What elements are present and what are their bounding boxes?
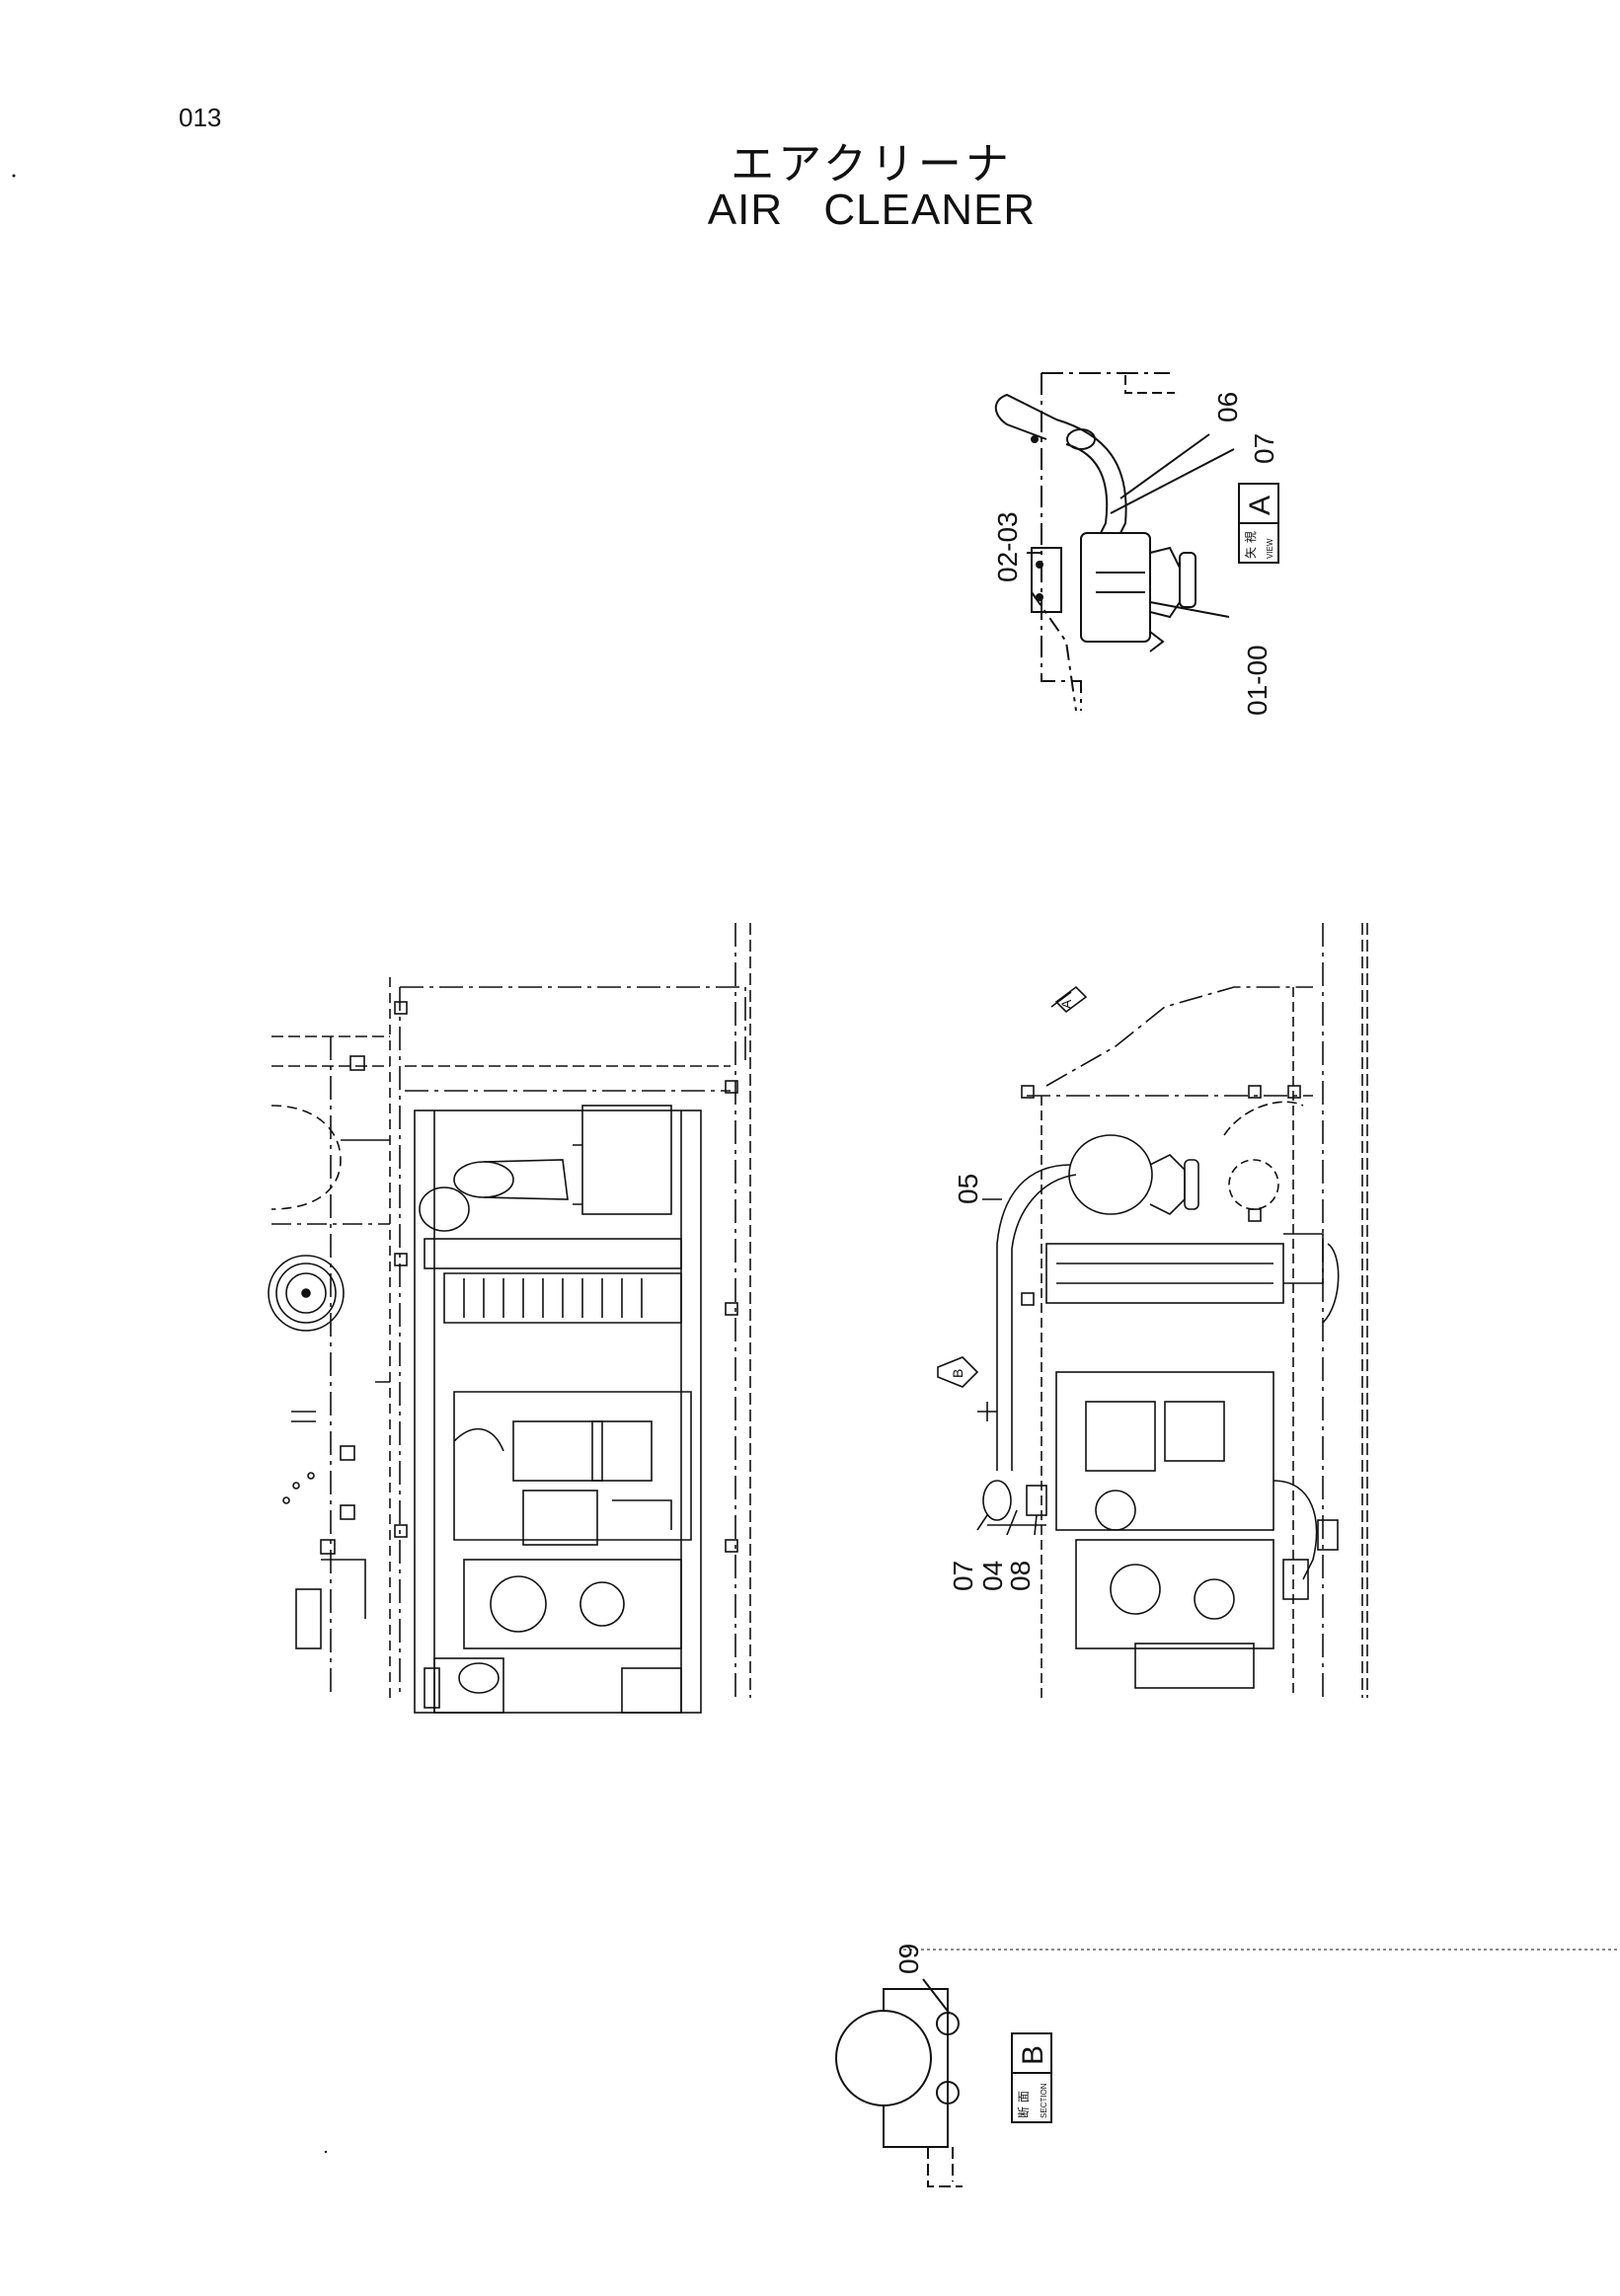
right-main-view — [937, 923, 1368, 1698]
page-number: 013 — [179, 103, 222, 132]
callout-02-03: 02-03 — [992, 511, 1023, 582]
view-a-letter: A — [1244, 496, 1276, 515]
view-a-detail — [994, 372, 1279, 712]
callout-08: 08 — [1005, 1561, 1036, 1591]
section-b-letter: B — [1017, 2045, 1049, 2065]
callout-01-00: 01-00 — [1242, 645, 1273, 716]
arrow-a-label: A — [1058, 999, 1074, 1009]
view-a-label-jp: 矢 視 — [1243, 531, 1258, 559]
callout-09: 09 — [893, 1944, 924, 1974]
section-b-detail — [835, 1949, 1620, 2187]
left-plan-view — [268, 923, 751, 1714]
section-b-label-jp: 断 面 — [1016, 2091, 1031, 2118]
title-english: AIR CLEANER — [707, 186, 1037, 234]
callout-05: 05 — [953, 1174, 983, 1204]
view-a-label-en: VIEW — [1266, 538, 1274, 559]
section-b-label-en: SECTION — [1040, 2083, 1048, 2118]
title-japanese: エアクリーナ — [731, 139, 1013, 190]
callout-04: 04 — [977, 1561, 1008, 1591]
callout-07: 07 — [1249, 433, 1279, 464]
arrow-b-label: B — [950, 1369, 965, 1378]
callout-06: 06 — [1212, 392, 1243, 422]
callout-07-main: 07 — [948, 1561, 978, 1591]
